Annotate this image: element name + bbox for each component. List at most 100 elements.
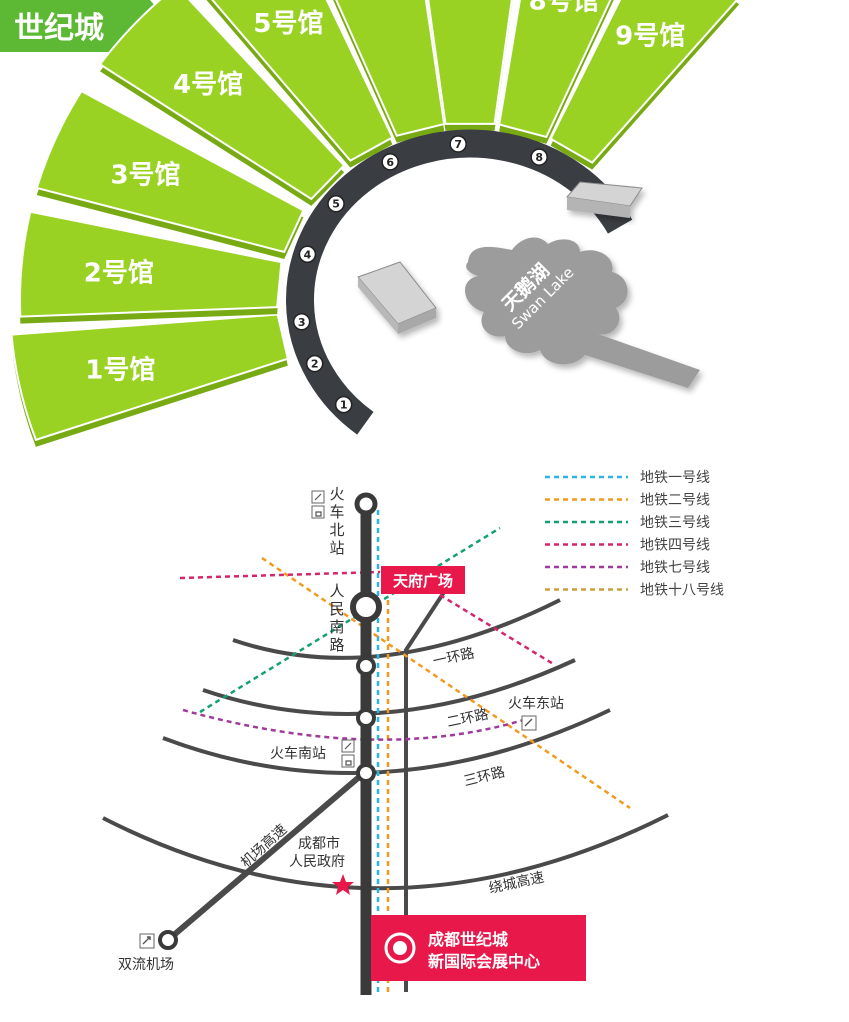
legend-label: 地铁七号线	[640, 560, 710, 576]
hall-label: 9号馆	[615, 21, 685, 52]
venue-name-line2: 新国际会展中心	[428, 952, 540, 971]
hall-label: 6号馆	[344, 0, 414, 4]
tianfu-square-node	[350, 591, 382, 623]
svg-text:火: 火	[329, 485, 344, 503]
track-stop-2: 2	[305, 354, 324, 373]
legend-item: 地铁三号线	[545, 515, 710, 531]
ring-expressway	[102, 813, 669, 891]
page-title: 世纪城	[14, 11, 104, 46]
hall-label: 7号馆	[435, 0, 505, 4]
metro-line-4-east	[439, 593, 556, 667]
city-gov-label-1: 成都市	[298, 835, 340, 852]
track-stop-4: 4	[298, 245, 317, 264]
track-stop-number: 5	[332, 198, 340, 211]
track-stop-5: 5	[327, 194, 345, 213]
venue-marker-dot	[393, 941, 407, 955]
track-stop-number: 6	[386, 156, 394, 169]
ring2-road	[202, 658, 576, 716]
south-station-label: 火车南站	[270, 745, 326, 762]
hall-5[interactable]: 5号馆	[191, 0, 394, 168]
legend-label: 地铁四号线	[640, 538, 710, 554]
metro-line-3	[199, 526, 501, 714]
hall-label: 1号馆	[85, 354, 155, 385]
track-stop-number: 7	[454, 138, 462, 151]
track-stop-number: 8	[535, 151, 543, 164]
track-ring	[286, 129, 633, 435]
train-icon	[521, 715, 537, 731]
building-right	[566, 181, 643, 218]
legend-label: 地铁二号线	[640, 493, 710, 509]
venue-name-line1: 成都世纪城	[428, 930, 508, 949]
track-stop-number: 2	[311, 358, 319, 371]
legend-label: 地铁一号线	[640, 470, 710, 486]
hall-9[interactable]: 9号馆	[549, 0, 740, 170]
metro-line-7	[182, 708, 531, 741]
star-icon	[332, 874, 354, 895]
ring2-node	[356, 708, 376, 728]
hall-4[interactable]: 4号馆	[98, 0, 346, 206]
tianfu-square-label: 天府广场	[393, 572, 453, 590]
train-icon	[341, 739, 355, 768]
building-left	[357, 261, 437, 334]
hall-sectors: 1号馆 2号馆 3号馆 4号馆 5号馆 6号馆 7号馆 8号馆 9号馆	[10, 0, 740, 447]
secondary-road	[404, 578, 454, 992]
track-stop-number: 4	[304, 248, 312, 261]
svg-text:民: 民	[329, 600, 344, 618]
ring3-label: 三环路	[462, 764, 507, 790]
airport-node	[158, 930, 178, 950]
track-stop-number: 3	[298, 316, 306, 329]
hall-label: 5号馆	[253, 8, 323, 39]
ring1-node	[356, 656, 376, 676]
ring2-label: 二环路	[446, 707, 490, 731]
track-stop-8: 8	[530, 148, 548, 166]
metro-line-2	[261, 556, 631, 810]
svg-text:站: 站	[329, 539, 344, 557]
track-stop-3: 3	[292, 313, 311, 331]
north-station-node	[354, 492, 378, 516]
hall-6[interactable]: 6号馆	[299, 0, 446, 143]
hall-label: 2号馆	[84, 258, 154, 289]
swan-lake: 天鹅湖 Swan Lake	[465, 237, 700, 388]
legend-item: 地铁七号线	[545, 560, 710, 576]
east-station-label: 火车东站	[508, 695, 564, 712]
airport-label: 双流机场	[118, 957, 174, 973]
svg-text:南: 南	[329, 618, 344, 636]
tianfu-square-badge	[381, 566, 465, 594]
hall-label: 3号馆	[110, 159, 180, 190]
metro-line-4-west	[179, 570, 381, 580]
hall-label: 4号馆	[173, 69, 243, 100]
legend-item: 地铁十八号线	[545, 583, 724, 599]
legend-item: 地铁四号线	[545, 538, 710, 554]
hall-7[interactable]: 7号馆	[416, 0, 524, 131]
ring3-node	[356, 763, 376, 783]
legend-label: 地铁三号线	[640, 515, 710, 531]
legend-label: 地铁十八号线	[640, 583, 724, 599]
hall-3[interactable]: 3号馆	[35, 89, 305, 259]
track-stop-7: 7	[449, 135, 467, 153]
track-stop-6: 6	[381, 153, 399, 171]
ring1-label: 一环路	[432, 646, 476, 670]
svg-text:车: 车	[329, 503, 344, 521]
legend-item: 地铁二号线	[545, 493, 710, 509]
train-icon	[311, 490, 325, 519]
hall-8[interactable]: 8号馆	[498, 0, 638, 144]
track-stop-1: 1	[334, 395, 353, 414]
ring3-road	[162, 708, 611, 775]
svg-text:路: 路	[329, 636, 344, 654]
hall-1[interactable]: 1号馆	[10, 313, 290, 447]
hall-2[interactable]: 2号馆	[19, 210, 283, 324]
svg-text:人: 人	[329, 582, 344, 600]
track-stop-number: 1	[340, 399, 348, 412]
hall-label: 8号馆	[529, 0, 599, 16]
plane-icon	[139, 933, 155, 949]
airport-expressway-road	[166, 769, 367, 943]
svg-text:北: 北	[329, 521, 344, 539]
city-gov-label-2: 人民政府	[289, 854, 345, 870]
